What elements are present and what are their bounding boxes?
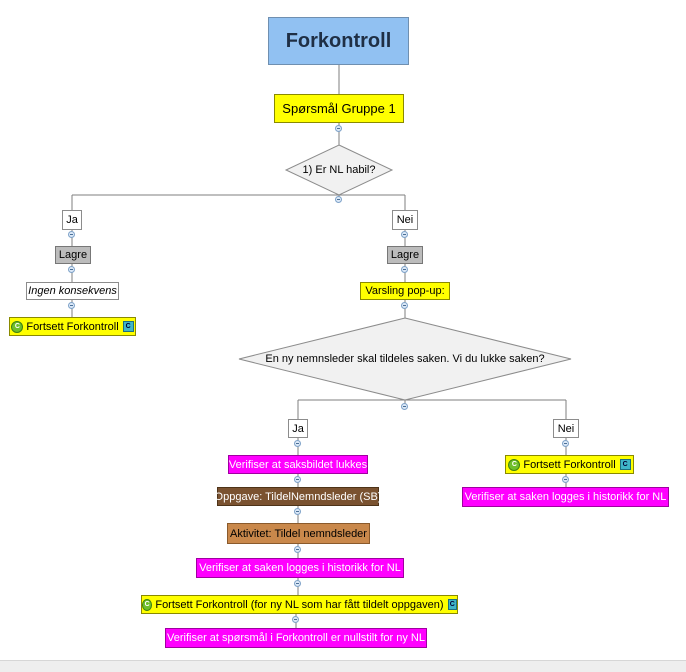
activity-node-label: Aktivitet: Tildel nemndsleder xyxy=(230,527,367,540)
collapse-minus-icon[interactable] xyxy=(68,302,75,309)
question1-label: 1) Er NL habil? xyxy=(302,164,376,176)
answer-yes-2-label: Ja xyxy=(292,422,304,435)
task-node-label: Oppgave: TildelNemndsleder (SB) xyxy=(214,490,382,503)
activity-node[interactable]: Aktivitet: Tildel nemndsleder xyxy=(227,523,370,544)
consequence-node-label: Ingen konsekvens xyxy=(28,285,117,297)
collapse-minus-icon[interactable] xyxy=(401,231,408,238)
continue-node-left-label: Fortsett Forkontroll xyxy=(26,320,119,333)
collapse-minus-icon[interactable] xyxy=(294,580,301,587)
popup-node-label: Varsling pop-up: xyxy=(365,285,445,297)
answer-yes-2[interactable]: Ja xyxy=(288,419,308,438)
collapse-minus-icon[interactable] xyxy=(562,440,569,447)
answer-yes-1-label: Ja xyxy=(66,214,78,226)
verify-closed-node[interactable]: Verifiser at saksbildet lukkes xyxy=(228,455,368,474)
group-topic-label: Spørsmål Gruppe 1 xyxy=(282,101,396,116)
question1-diamond xyxy=(284,144,394,196)
group-topic[interactable]: Spørsmål Gruppe 1 xyxy=(274,94,404,123)
horizontal-scrollbar[interactable] xyxy=(0,660,686,672)
collapse-minus-icon[interactable] xyxy=(562,476,569,483)
verify-logged-node-yes[interactable]: Verifiser at saken logges i historikk fo… xyxy=(196,558,404,578)
collapse-minus-icon[interactable] xyxy=(292,616,299,623)
answer-no-1-label: Nei xyxy=(396,214,414,226)
continue-node-no[interactable]: C Fortsett Forkontroll C xyxy=(505,455,634,474)
verify-reset-node[interactable]: Verifiser at spørsmål i Forkontroll er n… xyxy=(165,628,427,648)
c-badge-icon[interactable]: C xyxy=(619,459,631,470)
collapse-minus-icon[interactable] xyxy=(335,125,342,132)
popup-node[interactable]: Varsling pop-up: xyxy=(360,282,450,300)
collapse-minus-icon[interactable] xyxy=(401,302,408,309)
continue-node-left[interactable]: C Fortsett Forkontroll C xyxy=(9,317,136,336)
verify-logged-node-no[interactable]: Verifiser at saken logges i historikk fo… xyxy=(462,487,669,507)
collapse-minus-icon[interactable] xyxy=(68,231,75,238)
answer-no-1[interactable]: Nei xyxy=(392,210,418,230)
answer-no-2[interactable]: Nei xyxy=(553,419,579,438)
root-topic[interactable]: Forkontroll xyxy=(268,17,409,65)
continue-node-no-label: Fortsett Forkontroll xyxy=(523,458,616,471)
collapse-minus-icon[interactable] xyxy=(294,476,301,483)
root-topic-label: Forkontroll xyxy=(285,29,392,52)
question2-label: En ny nemnsleder skal tildeles saken. Vi… xyxy=(265,353,545,365)
collapse-minus-icon[interactable] xyxy=(335,196,342,203)
green-circle-icon: C xyxy=(508,458,521,471)
answer-yes-1[interactable]: Ja xyxy=(62,210,82,230)
save-node-left-label: Lagre xyxy=(58,249,88,261)
verify-logged-node-no-label: Verifiser at saken logges i historikk fo… xyxy=(464,491,667,503)
save-node-right-label: Lagre xyxy=(390,249,420,261)
collapse-minus-icon[interactable] xyxy=(68,266,75,273)
collapse-minus-icon[interactable] xyxy=(294,508,301,515)
save-node-left[interactable]: Lagre xyxy=(55,246,91,264)
verify-reset-node-label: Verifiser at spørsmål i Forkontroll er n… xyxy=(167,632,425,644)
collapse-minus-icon[interactable] xyxy=(401,403,408,410)
verify-closed-node-label: Verifiser at saksbildet lukkes xyxy=(228,458,368,471)
task-node[interactable]: Oppgave: TildelNemndsleder (SB) xyxy=(214,487,382,506)
continue-node-yes[interactable]: C Fortsett Forkontroll (for ny NL som ha… xyxy=(141,595,458,614)
consequence-node[interactable]: Ingen konsekvens xyxy=(26,282,119,300)
continue-node-yes-label: Fortsett Forkontroll (for ny NL som har … xyxy=(155,598,444,611)
verify-logged-node-yes-label: Verifiser at saken logges i historikk fo… xyxy=(199,562,401,574)
collapse-minus-icon[interactable] xyxy=(294,546,301,553)
save-node-right[interactable]: Lagre xyxy=(387,246,423,264)
collapse-minus-icon[interactable] xyxy=(294,440,301,447)
c-badge-icon[interactable]: C xyxy=(447,599,457,610)
green-circle-icon: C xyxy=(142,598,153,611)
answer-no-2-label: Nei xyxy=(557,422,575,435)
question2-diamond xyxy=(238,317,572,401)
green-circle-icon: C xyxy=(11,320,24,333)
collapse-minus-icon[interactable] xyxy=(401,266,408,273)
c-badge-icon[interactable]: C xyxy=(122,321,134,332)
